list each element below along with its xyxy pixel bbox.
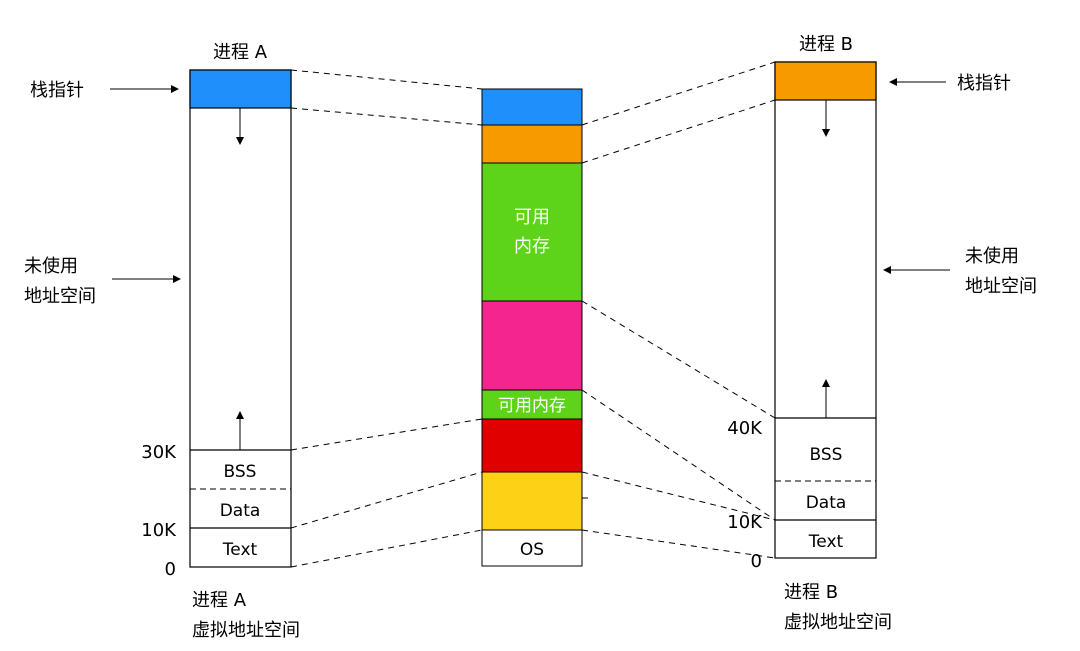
phys-free-memory-small — [481, 389, 583, 420]
map-a-stack-top — [290, 69, 483, 90]
process-a-data-label: Data — [220, 501, 261, 521]
process-a-caption-line1: 进程 A — [192, 590, 247, 611]
process-a-stack-block — [189, 69, 292, 109]
phys-os-label: OS — [520, 540, 544, 560]
process-b-address-space: 进程 B BSS Data Text 40K 10K 0 栈指针 未使用 地址空… — [727, 34, 1037, 633]
process-a-addr-30k: 30K — [141, 442, 177, 463]
mapping-lines — [290, 61, 776, 568]
process-a-address-space: 进程 A BSS Data Text 30K 10K 0 栈指针 未使用 地址空… — [24, 42, 300, 641]
process-b-addr-0: 0 — [751, 551, 762, 572]
phys-a-segment-block — [481, 418, 583, 473]
process-b-stack-pointer-label: 栈指针 — [957, 73, 1011, 94]
process-a-stack-pointer-label: 栈指针 — [30, 80, 84, 101]
process-b-text-label: Text — [808, 532, 844, 552]
map-b-stack-bottom — [581, 99, 776, 164]
process-a-caption-line2: 虚拟地址空间 — [192, 620, 300, 641]
map-b-bss-top — [581, 300, 776, 419]
phys-a-stack-block — [481, 88, 583, 126]
process-a-bss-label: BSS — [224, 462, 257, 482]
process-b-caption-line1: 进程 B — [784, 582, 838, 603]
phys-os-block — [481, 529, 583, 567]
phys-free-small-label: 可用内存 — [498, 396, 566, 416]
map-a-text-bottom — [290, 529, 483, 568]
process-a-unused-label-line2: 地址空间 — [24, 286, 96, 307]
process-b-unused-label-line1: 未使用 — [965, 246, 1019, 267]
process-a-addr-0: 0 — [165, 559, 176, 580]
process-b-addr-40k: 40K — [727, 418, 763, 439]
phys-b-stack-block — [481, 124, 583, 164]
process-a-text-label: Text — [222, 540, 258, 560]
process-b-title: 进程 B — [799, 34, 853, 55]
phys-b-segment-block — [481, 300, 583, 391]
process-b-outline — [774, 61, 877, 559]
process-a-outline — [189, 69, 292, 568]
map-b-stack-top — [581, 61, 776, 126]
process-a-title: 进程 A — [213, 42, 268, 63]
process-b-unused-label-line2: 地址空间 — [965, 276, 1037, 297]
phys-free-memory-large — [481, 162, 583, 302]
map-a-stack-bottom — [290, 107, 483, 126]
map-b-data-bottom — [581, 389, 776, 521]
process-b-caption-line2: 虚拟地址空间 — [784, 612, 892, 633]
phys-free-large-label-line1: 可用 — [514, 207, 550, 228]
process-b-addr-10k: 10K — [727, 512, 763, 533]
map-a-data-bottom — [290, 471, 483, 529]
process-b-stack-block — [774, 61, 877, 101]
process-a-addr-10k: 10K — [141, 520, 177, 541]
phys-yellow-segment-block — [481, 471, 583, 531]
map-a-bss-top — [290, 418, 483, 451]
map-b-text-bottom — [581, 529, 776, 559]
physical-memory: 可用 内存 可用内存 OS — [481, 88, 588, 567]
phys-free-large-label-line2: 内存 — [514, 236, 550, 257]
map-b-text-top — [581, 471, 776, 521]
process-b-bss-label: BSS — [810, 445, 843, 465]
process-b-data-label: Data — [806, 493, 847, 513]
process-a-unused-label-line1: 未使用 — [24, 256, 78, 277]
